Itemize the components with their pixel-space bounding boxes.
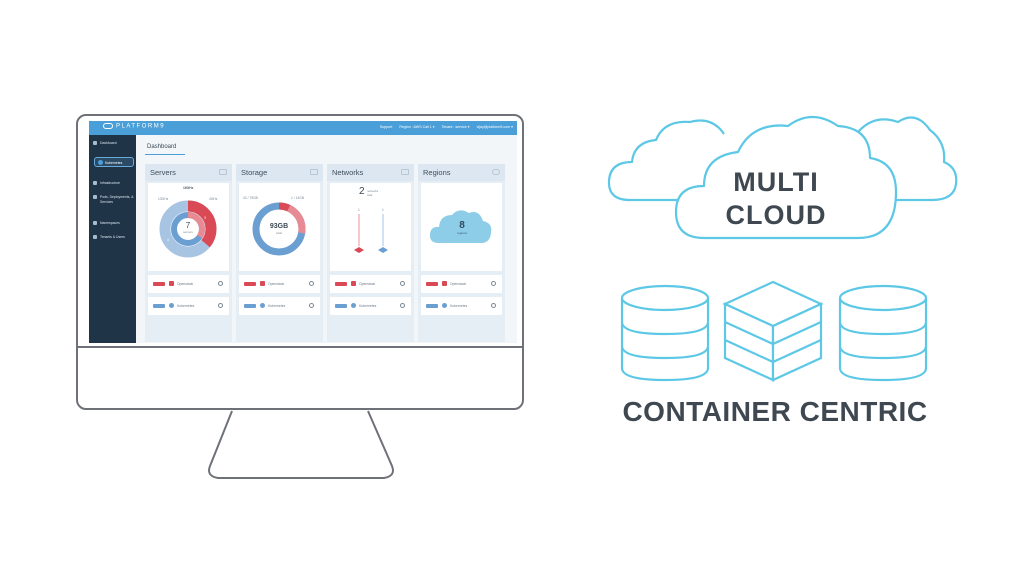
database-icon bbox=[838, 284, 928, 382]
servers-right-label: 4GHz bbox=[209, 197, 218, 201]
storage-left-label: 42 / 79GB bbox=[243, 196, 258, 200]
search-icon[interactable] bbox=[400, 281, 405, 286]
openstack-bar bbox=[335, 282, 347, 286]
openstack-bar bbox=[426, 282, 438, 286]
user-menu[interactable]: vijay@platform9.com ▾ bbox=[476, 125, 513, 129]
networks-count: 2 bbox=[359, 186, 365, 197]
monitor-stand bbox=[208, 410, 394, 479]
kubernetes-bar bbox=[426, 304, 438, 308]
dashboard-screen: PLATFORM9 Support Region : AWS Cali 1 ▾ … bbox=[89, 121, 517, 343]
openstack-icon bbox=[351, 281, 356, 286]
platform9-logo[interactable]: PLATFORM9 bbox=[103, 123, 165, 130]
kubernetes-bar bbox=[335, 304, 347, 308]
kubernetes-row[interactable]: Kubernetes bbox=[239, 297, 320, 315]
search-icon[interactable] bbox=[491, 281, 496, 286]
regions-panel: Regions 8 regions Openstack Kubernetes bbox=[418, 164, 505, 342]
storage-icon[interactable] bbox=[310, 169, 318, 175]
gear-icon[interactable] bbox=[219, 169, 227, 175]
container-icons bbox=[620, 280, 928, 382]
namespace-icon bbox=[93, 221, 97, 225]
storage-center: 93GB total bbox=[269, 223, 289, 235]
search-icon[interactable] bbox=[309, 281, 314, 286]
kubernetes-icon bbox=[169, 303, 174, 308]
top-bar: PLATFORM9 Support Region : AWS Cali 1 ▾ … bbox=[89, 121, 517, 135]
panel-title: Servers bbox=[150, 168, 176, 177]
panel-title: Storage bbox=[241, 168, 268, 177]
support-link[interactable]: Support bbox=[379, 125, 393, 129]
tab-dashboard[interactable]: Dashboard bbox=[147, 144, 177, 150]
servers-panel-header: Servers bbox=[145, 164, 232, 181]
kubernetes-icon bbox=[260, 303, 265, 308]
sidebar-item-kubernetes[interactable]: Kubernetes bbox=[94, 157, 134, 167]
multi-cloud-label: MULTI CLOUD bbox=[725, 167, 827, 230]
servers-center: 7 servers bbox=[183, 221, 193, 235]
cube-icon bbox=[722, 280, 824, 382]
kubernetes-icon bbox=[351, 303, 356, 308]
top-nav: Support Region : AWS Cali 1 ▾ Tenant : s… bbox=[374, 125, 513, 129]
servers-total-label: 16GHz bbox=[183, 186, 194, 190]
multi-cloud-icon bbox=[607, 115, 958, 240]
storage-panel: Storage 42 / 79GB 1 / 14GB 93GB total Op… bbox=[236, 164, 323, 342]
servers-panel: Servers 16GHz 13GHz 4GHz 7 servers 3 4 bbox=[145, 164, 232, 342]
networks-graph bbox=[354, 214, 388, 253]
panel-title: Networks bbox=[332, 168, 364, 177]
search-icon[interactable] bbox=[309, 303, 314, 308]
storage-right-label: 1 / 14GB bbox=[291, 196, 305, 200]
servers-ring-value: 3 bbox=[204, 216, 206, 220]
openstack-row[interactable]: Openstack bbox=[421, 275, 502, 293]
kubernetes-bar bbox=[244, 304, 256, 308]
openstack-icon bbox=[442, 281, 447, 286]
networks-caption: networks total bbox=[367, 189, 379, 197]
tab-underline bbox=[145, 154, 185, 155]
networks-chart: 2 networks total 1 1 bbox=[330, 183, 411, 271]
servers-chart: 16GHz 13GHz 4GHz 7 servers 3 4 bbox=[148, 183, 229, 271]
regions-panel-header: Regions bbox=[418, 164, 505, 181]
regions-cloud-graphic bbox=[429, 210, 492, 243]
openstack-icon bbox=[260, 281, 265, 286]
network-icon[interactable] bbox=[401, 169, 409, 175]
sidebar: Dashboard Kubernetes Infrastructure Pods… bbox=[89, 135, 136, 343]
openstack-bar bbox=[153, 282, 165, 286]
database-icon bbox=[620, 284, 710, 382]
user-icon bbox=[93, 235, 97, 239]
openstack-icon bbox=[169, 281, 174, 286]
kubernetes-icon bbox=[98, 160, 103, 165]
network-value: 1 bbox=[382, 208, 384, 212]
storage-donut bbox=[252, 202, 306, 256]
networks-panel: Networks 2 networks total 1 1 Openstack … bbox=[327, 164, 414, 342]
home-icon bbox=[93, 141, 97, 145]
pods-icon bbox=[93, 195, 97, 199]
servers-donut bbox=[159, 200, 217, 258]
tenant-dropdown[interactable]: Tenant : service ▾ bbox=[441, 125, 470, 129]
kubernetes-bar bbox=[153, 304, 165, 308]
server-icon bbox=[93, 181, 97, 185]
openstack-row[interactable]: Openstack bbox=[330, 275, 411, 293]
search-icon[interactable] bbox=[491, 303, 496, 308]
search-icon[interactable] bbox=[400, 303, 405, 308]
storage-panel-header: Storage bbox=[236, 164, 323, 181]
cloud-icon[interactable] bbox=[492, 169, 500, 175]
openstack-row[interactable]: Openstack bbox=[148, 275, 229, 293]
network-value: 1 bbox=[358, 208, 360, 212]
container-centric-label: CONTAINER CENTRIC bbox=[622, 396, 928, 427]
storage-chart: 42 / 79GB 1 / 14GB 93GB total bbox=[239, 183, 320, 271]
kubernetes-row[interactable]: Kubernetes bbox=[330, 297, 411, 315]
kubernetes-row[interactable]: Kubernetes bbox=[148, 297, 229, 315]
search-icon[interactable] bbox=[218, 303, 223, 308]
openstack-bar bbox=[244, 282, 256, 286]
regions-center: 8 regions bbox=[457, 220, 467, 236]
servers-left-label: 13GHz bbox=[158, 197, 169, 201]
panel-title: Regions bbox=[423, 168, 451, 177]
region-dropdown[interactable]: Region : AWS Cali 1 ▾ bbox=[399, 125, 435, 129]
openstack-row[interactable]: Openstack bbox=[239, 275, 320, 293]
networks-panel-header: Networks bbox=[327, 164, 414, 181]
monitor-bezel-divider bbox=[78, 346, 522, 348]
search-icon[interactable] bbox=[218, 281, 223, 286]
servers-ring-value: 4 bbox=[167, 238, 169, 242]
kubernetes-icon bbox=[442, 303, 447, 308]
regions-chart: 8 regions bbox=[421, 183, 502, 271]
kubernetes-row[interactable]: Kubernetes bbox=[421, 297, 502, 315]
